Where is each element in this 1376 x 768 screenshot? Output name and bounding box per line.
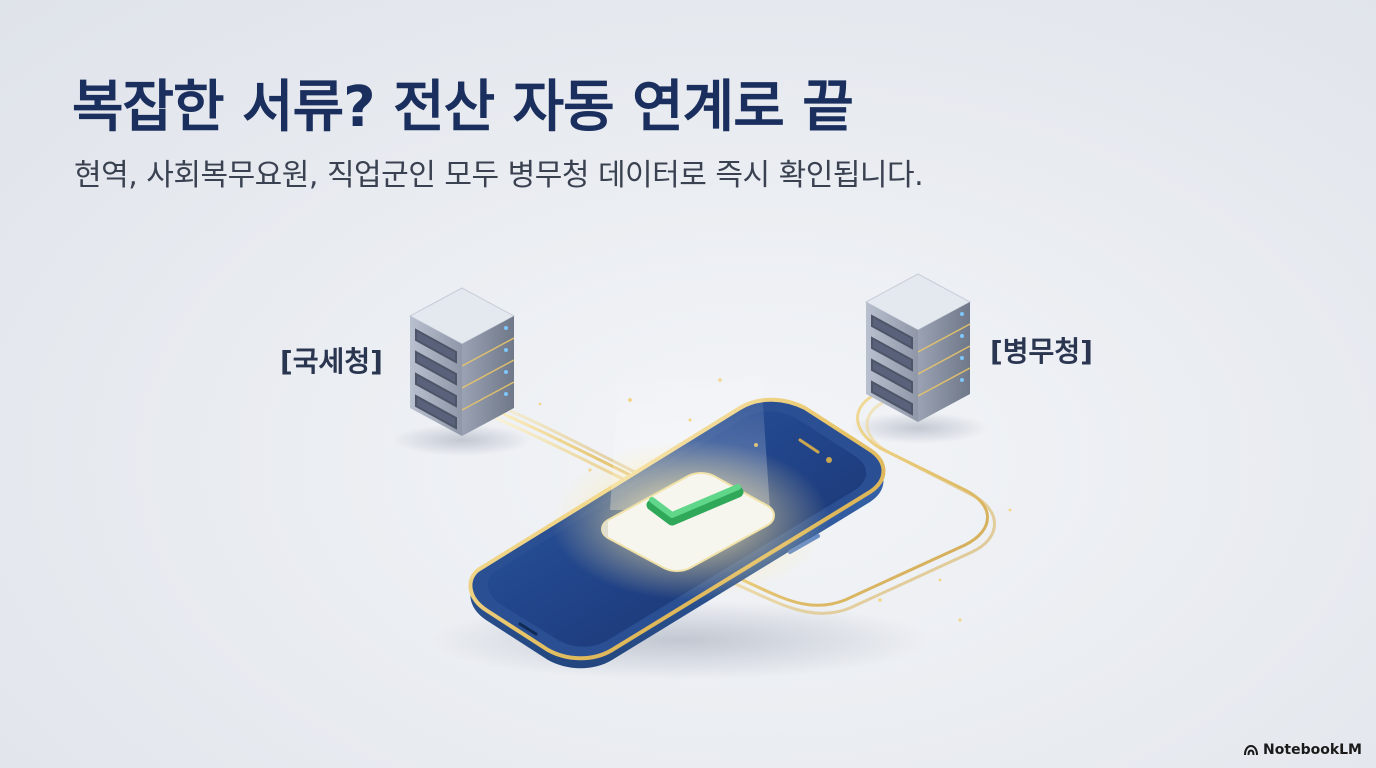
slide-title: 복잡한 서류? 전산 자동 연계로 끝 <box>72 75 854 140</box>
notebooklm-logo-icon <box>1244 744 1259 756</box>
slide-subtitle: 현역, 사회복무요원, 직업군인 모두 병무청 데이터로 즉시 확인됩니다. <box>74 158 924 193</box>
brand-watermark: NotebookLM <box>1244 742 1362 758</box>
server-label-right: [병무청] <box>990 335 1093 368</box>
left-server-icon <box>408 287 516 436</box>
right-server-icon <box>864 273 972 422</box>
brand-name: NotebookLM <box>1263 742 1362 758</box>
check-mark-icon <box>601 472 775 572</box>
right-connection-line <box>698 390 996 615</box>
server-label-left: [국세청] <box>280 345 383 378</box>
